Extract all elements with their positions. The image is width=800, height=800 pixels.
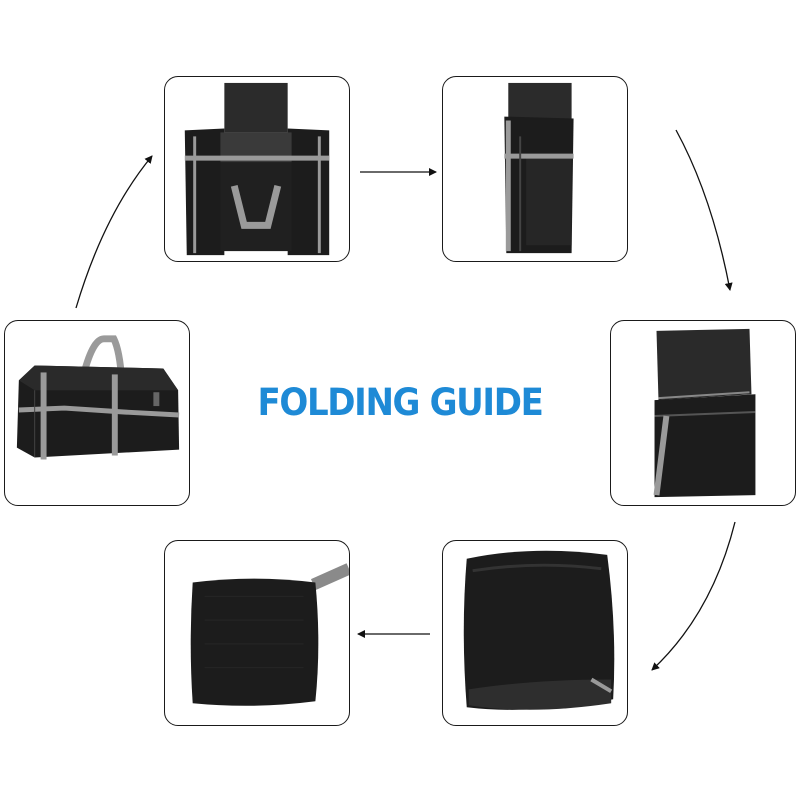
- step-fold-half-panel: [610, 320, 796, 506]
- bag-stuffed-in-pocket-icon: [463, 550, 615, 710]
- step-full-bag-panel: [4, 320, 190, 506]
- bag-open-flattened-icon: [184, 82, 330, 256]
- bag-folded-half-icon: [653, 328, 756, 498]
- arrow-step2-to-step3: [675, 129, 733, 291]
- step-finished-pouch-panel: [164, 540, 350, 726]
- step-fold-lengthwise-panel: [442, 76, 628, 262]
- step-open-bag-panel: [164, 76, 350, 262]
- duffel-bag-icon: [16, 335, 180, 460]
- step-stuff-pocket-panel: [442, 540, 628, 726]
- arrow-step0-to-step1: [75, 155, 153, 309]
- folded-pouch-icon: [190, 563, 349, 706]
- bag-folded-lengthwise-icon: [504, 82, 574, 254]
- folding-guide-title: FOLDING GUIDE: [257, 381, 544, 424]
- arrow-step3-to-step4: [651, 521, 736, 671]
